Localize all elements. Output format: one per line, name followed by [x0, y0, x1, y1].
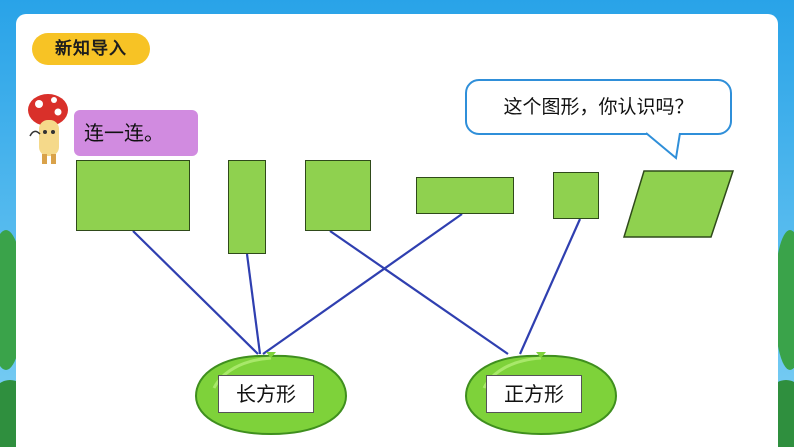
- leaf-target-zhengfangxing[interactable]: 正方形: [462, 348, 620, 438]
- line-rectangle-3-to-changfangxing: [262, 213, 463, 355]
- square-shape-1: [305, 160, 371, 231]
- speech-bubble: 这个图形，你认识吗？: [465, 79, 732, 135]
- speech-bubble-tail: [645, 132, 681, 160]
- category-label: 正方形: [486, 375, 582, 413]
- tall-rectangle-shape: [228, 160, 266, 254]
- rectangle-shape-1: [76, 160, 190, 231]
- section-badge: 新知导入: [32, 33, 150, 65]
- square-shape-2: [553, 172, 599, 219]
- mushroom-mascot-icon: [28, 94, 68, 164]
- line-square-1-to-zhengfangxing: [329, 230, 509, 355]
- wide-rectangle-shape: [416, 177, 514, 214]
- parallelogram-shape: [622, 170, 735, 238]
- line-rectangle-2-to-changfangxing: [245, 253, 262, 355]
- category-label: 长方形: [218, 375, 314, 413]
- instruction-box: 连一连。: [74, 110, 198, 156]
- leaf-target-changfangxing[interactable]: 长方形: [192, 348, 350, 438]
- line-rectangle-1-to-changfangxing: [132, 230, 259, 355]
- line-square-2-to-zhengfangxing: [518, 218, 582, 355]
